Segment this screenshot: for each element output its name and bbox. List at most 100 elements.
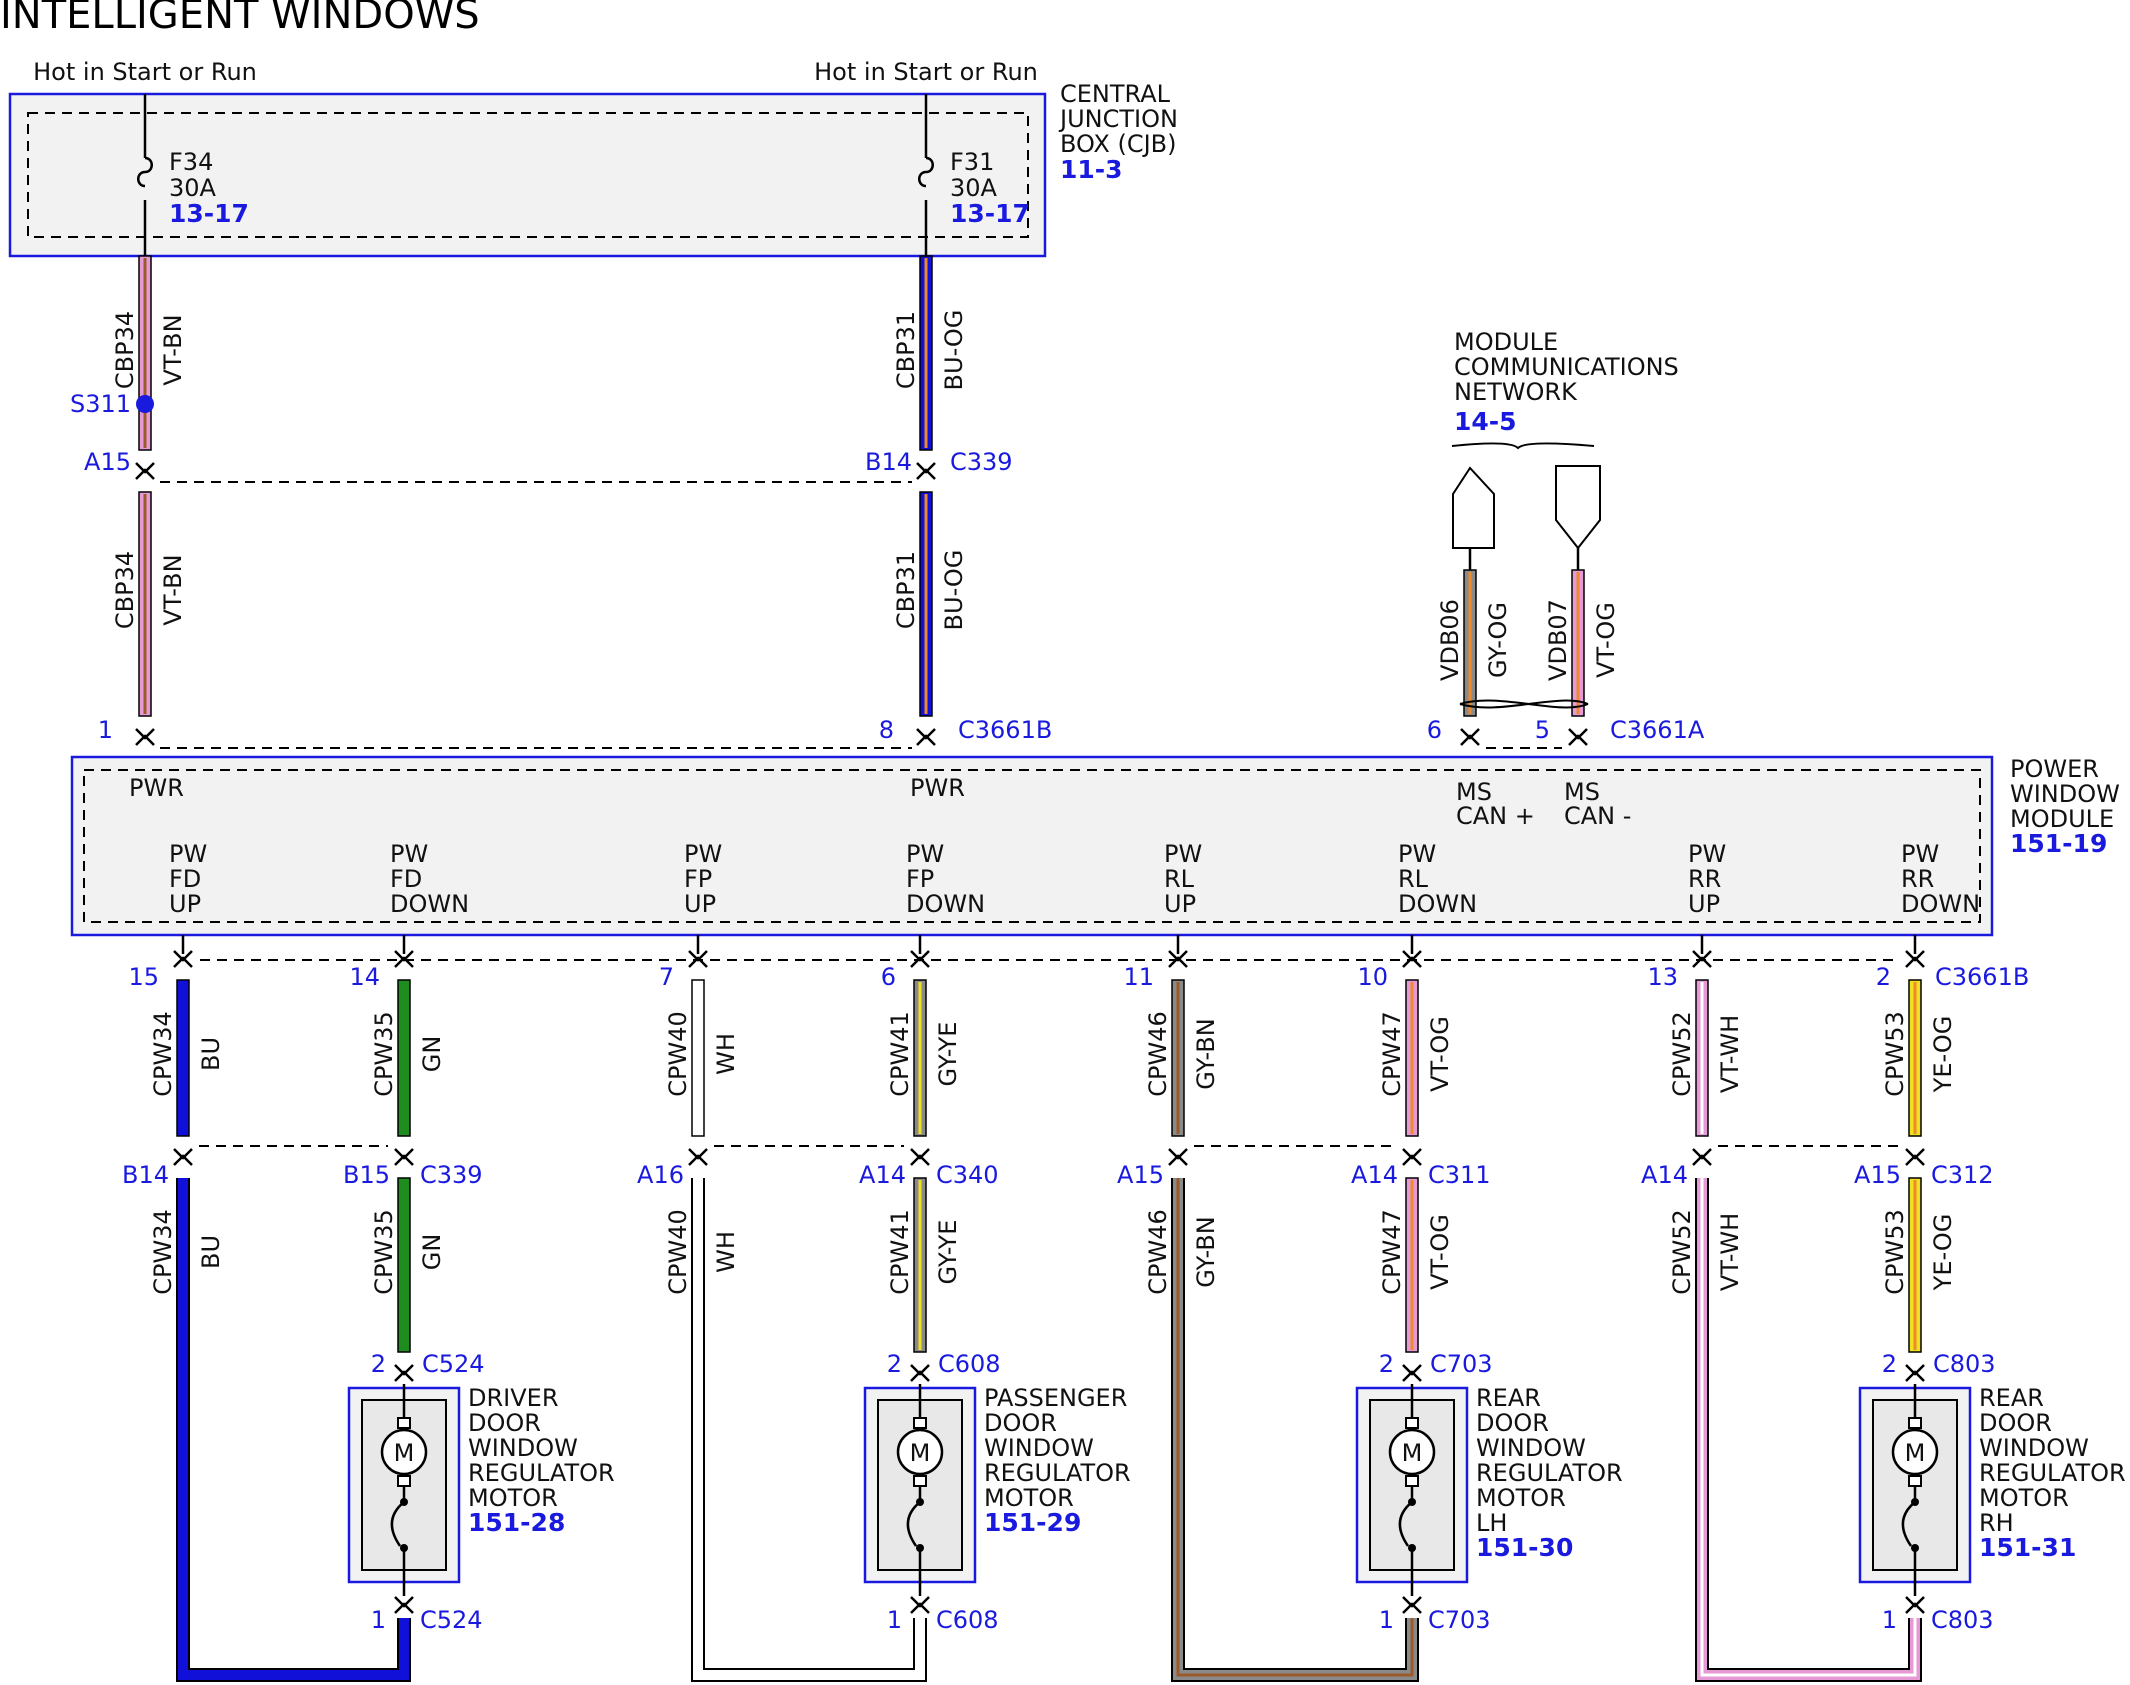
fuse-1 [918,156,934,188]
motor-bottom-pin-number-3: 1 [1882,1606,1897,1634]
network-brace [1451,442,1595,450]
output-wire-top-0 [176,979,190,1137]
motor-bottom-connector-3: C803 [1931,1606,1994,1634]
pwm-output-name-0-line-0: PW [169,840,207,868]
feed-inline-pin-0: A15 [84,448,131,476]
motor-top-pin-3-pin [1905,1370,1925,1382]
output-inline-6-pin [1692,1154,1712,1166]
motor-name-0-line-0: DRIVER [468,1384,559,1412]
cjb-name-line-2: BOX (CJB) [1060,130,1177,158]
output-inline-7-socket [1905,1148,1925,1160]
pwm-output-name-2-line-1: FP [684,865,712,893]
cjb-name-line-1: JUNCTION [1058,105,1178,133]
output-color-top-5: VT-OG [1426,1016,1454,1092]
pwm-can-pin-name-0-line-0: MS [1456,778,1492,806]
pwm-output-name-1-line-0: PW [390,840,428,868]
output-circuit-top-5: CPW47 [1378,1011,1406,1097]
motor-switch-bottom-dot-1 [916,1544,924,1552]
motor-top-pin-number-2: 2 [1379,1350,1394,1378]
motor-bottom-pin-number-1: 1 [887,1606,902,1634]
power-supply-label-1: Hot in Start or Run [814,58,1038,86]
motor-symbol-letter-2: M [1402,1439,1423,1467]
network-name-line-2: NETWORK [1454,378,1578,406]
motor-name-1-line-3: REGULATOR [984,1459,1131,1487]
motor-name-2-line-1: DOOR [1476,1409,1549,1437]
pwm-can-pin-number-1: 5 [1535,716,1550,744]
pwm-can-pin-number-0: 6 [1427,716,1442,744]
pwm-name-line-2: MODULE [2010,805,2114,833]
output-inline-pin-5: A14 [1351,1161,1398,1189]
motor-bottom-pin-1-pin [910,1602,930,1614]
pwm-output-pin-1-pin [394,956,414,968]
output-circuit-top-4: CPW46 [1144,1011,1172,1097]
motor-name-1-line-0: PASSENGER [984,1384,1127,1412]
network-name-line-1: COMMUNICATIONS [1454,353,1679,381]
pwm-name-line-1: WINDOW [2010,780,2120,808]
pwm-output-name-4-line-0: PW [1164,840,1202,868]
pwm-output-pin-number-0: 15 [128,963,159,991]
pwm-output-name-2-line-2: UP [684,890,716,918]
pwm-output-name-7-line-2: DOWN [1901,890,1980,918]
fuse-ref-0: 13-17 [169,199,249,228]
motor-switch-arm-0 [390,1501,405,1547]
motor-name-1-line-2: WINDOW [984,1434,1094,1462]
motor-name-0-line-4: MOTOR [468,1484,558,1512]
output-color-bottom-3: GY-YE [934,1220,962,1285]
motor-switch-arm-1 [906,1501,921,1547]
motor-name-3-line-3: REGULATOR [1979,1459,2126,1487]
output-inline-pin-6: A14 [1641,1161,1688,1189]
output-inline-connector-7: C312 [1931,1161,1994,1189]
motor-switch-arm-2 [1398,1501,1413,1547]
feed-color-bottom-1: BU-OG [940,550,968,631]
pwm-output-pin-4-pin [1168,956,1188,968]
pwm-output-pin-7-pin [1905,956,1925,968]
splice-label-0: S311 [70,390,131,418]
pwm-power-connector-1: C3661B [958,716,1052,744]
motor-name-0-line-2: WINDOW [468,1434,578,1462]
pwm-can-pin-name-0-line-1: CAN + [1456,802,1535,830]
pwm-output-name-0-line-2: UP [169,890,201,918]
pwm-output-pin-number-4: 11 [1123,963,1154,991]
cjb-inner-dashed [27,112,1029,238]
pwm-output-pin-number-3: 6 [881,963,896,991]
pwm-can-pin-0-pin [1460,734,1480,746]
pwm-output-pin-7-socket [1905,950,1925,962]
pwm-output-name-7-line-1: RR [1901,865,1934,893]
output-wire-top-1 [397,979,411,1137]
pwm-output-name-5-line-2: DOWN [1398,890,1477,918]
output-inline-5-pin [1402,1154,1422,1166]
pwm-output-pin-number-2: 7 [659,963,674,991]
motor-top-pin-0-socket [394,1364,414,1376]
pwm-output-pin-0-pin [173,956,193,968]
motor-symbol-2 [1388,1428,1436,1476]
motor-top-pin-number-0: 2 [371,1350,386,1378]
feed-color-bottom-0: VT-BN [159,554,187,625]
motor-bottom-pin-3-socket [1905,1596,1925,1608]
output-circuit-bottom-1: CPW35 [370,1209,398,1295]
feed-inline-pin-1: B14 [865,448,912,476]
motor-bottom-pin-0-socket [394,1596,414,1608]
output-color-top-3: GY-YE [934,1022,962,1087]
pwm-can-pin-0-socket [1460,728,1480,740]
motor-switch-bottom-dot-2 [1408,1544,1416,1552]
motor-brush-bottom-0 [397,1475,411,1487]
output-circuit-bottom-0: CPW34 [149,1209,177,1295]
output-inline-7-pin [1905,1154,1925,1166]
motor-name-2-line-5: LH [1476,1509,1507,1537]
output-circuit-bottom-7: CPW53 [1881,1209,1909,1295]
network-color-0: GY-OG [1484,602,1512,678]
feed-circuit-top-1: CBP31 [892,311,920,389]
pwm-output-name-5-line-1: RL [1398,865,1429,893]
output-color-bottom-5: VT-OG [1426,1214,1454,1290]
pwm-output-name-4-line-1: RL [1164,865,1195,893]
pwm-output-pin-2-socket [688,950,708,962]
motor-top-pin-1-socket [910,1364,930,1376]
output-circuit-top-0: CPW34 [149,1011,177,1097]
output-color-bottom-7: YE-OG [1929,1214,1957,1292]
fuse-name-0: F34 [169,148,213,176]
output-circuit-bottom-6: CPW52 [1668,1209,1696,1295]
motor-name-0-line-1: DOOR [468,1409,541,1437]
pwm-power-pin-1-pin [916,734,936,746]
cjb-box [8,92,1047,258]
